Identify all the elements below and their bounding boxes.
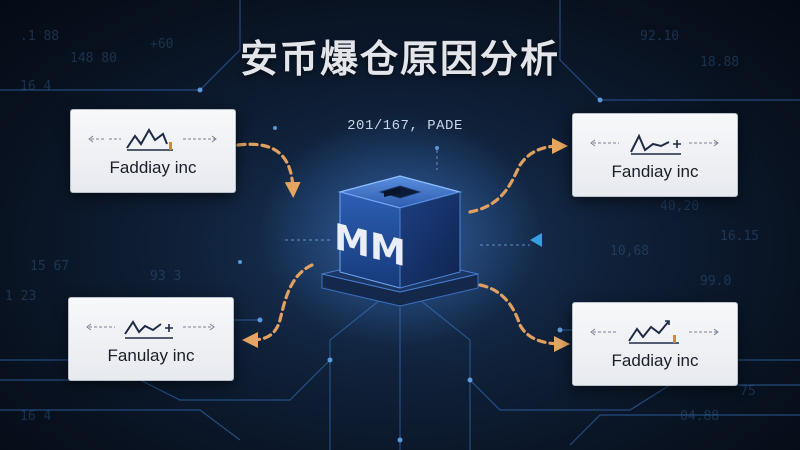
svg-text:16.15: 16.15 [720, 229, 759, 244]
accent-lines [285, 150, 530, 246]
svg-text:18.88: 18.88 [700, 55, 739, 70]
svg-text:93 3: 93 3 [150, 269, 181, 284]
line-chart-icon [590, 320, 719, 344]
company-name: Fanulay inc [107, 346, 195, 365]
center-caption: 201/167, PADE [347, 118, 463, 134]
company-card-bottom-left[interactable]: Fanulay inc [68, 297, 234, 381]
direction-marker [530, 233, 542, 247]
company-name: Faddiay inc [109, 158, 197, 177]
svg-text:10,68: 10,68 [610, 244, 649, 259]
arrow-cube-to-card-tr [468, 138, 568, 214]
svg-text:92.10: 92.10 [640, 29, 679, 44]
arrow-cube-to-card-bl [242, 263, 314, 348]
svg-text:99.0: 99.0 [700, 274, 731, 289]
company-name: Fandiay inc [611, 162, 699, 181]
company-card-bottom-right[interactable]: Faddiay inc [572, 302, 738, 386]
svg-text:75: 75 [740, 384, 756, 399]
company-card-top-right[interactable]: Fandiay inc [572, 113, 738, 197]
svg-text:+60: +60 [150, 37, 173, 52]
svg-text:04.88: 04.88 [680, 409, 719, 424]
svg-text:15 67: 15 67 [30, 259, 69, 274]
page-title: 安币爆仓原因分析 [239, 37, 560, 81]
line-chart-icon [86, 320, 215, 339]
svg-text:16 4: 16 4 [20, 409, 51, 424]
arrow-card-tl-to-cube [236, 142, 301, 198]
svg-text:40,20: 40,20 [660, 199, 699, 214]
svg-text:1 23: 1 23 [5, 289, 36, 304]
central-cube: MM [321, 175, 479, 307]
arrow-cube-to-card-br [478, 283, 570, 352]
company-card-top-left[interactable]: Faddiay inc [70, 109, 236, 193]
svg-text:148 80: 148 80 [70, 51, 117, 66]
company-name: Faddiay inc [611, 351, 699, 370]
line-chart-icon [88, 128, 217, 151]
background-digits: .1 88 148 80 16 4 +60 92.10 18.88 40,20 16.1… [5, 29, 759, 424]
connector-arrows [236, 138, 570, 352]
line-chart-icon [590, 133, 719, 155]
svg-text:.1 88: .1 88 [20, 29, 59, 44]
